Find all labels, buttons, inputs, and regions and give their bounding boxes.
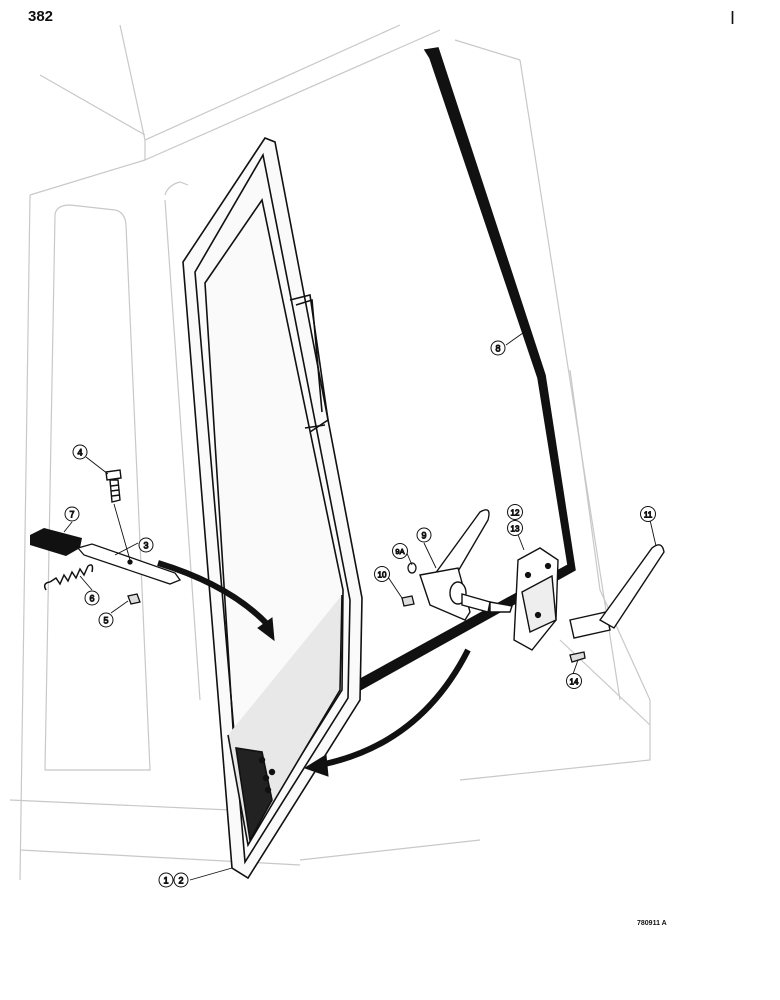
- callout-14-label: 14: [570, 678, 579, 687]
- corner-mark: I: [730, 8, 736, 28]
- callout-9a: 9A: [392, 543, 408, 559]
- callout-11: 11: [640, 506, 656, 522]
- latch-assembly-part: [513, 547, 559, 651]
- callout-2: 2: [173, 872, 189, 888]
- spring-part: [43, 564, 94, 591]
- screw-part: [569, 651, 586, 663]
- callout-3: 3: [138, 537, 154, 553]
- block-part: [30, 528, 82, 556]
- small-hardware: [401, 562, 417, 607]
- outer-handle-part: [569, 544, 665, 639]
- callouts: 4 7 3 6 5 8 9 9A 10 12 13 11 14 1 2: [64, 340, 656, 888]
- callout-1-label: 1: [163, 876, 168, 886]
- callout-9-label: 9: [421, 531, 426, 541]
- callout-5-label: 5: [103, 616, 108, 626]
- reference-code: 780911 A: [637, 920, 667, 927]
- callout-2-label: 2: [178, 876, 183, 886]
- callout-6-label: 6: [89, 594, 94, 604]
- callout-5: 5: [98, 612, 114, 628]
- callout-6: 6: [84, 590, 100, 606]
- callout-12-label: 12: [511, 509, 520, 518]
- callout-4-label: 4: [77, 448, 82, 458]
- callout-8-label: 8: [495, 344, 500, 354]
- callout-3-label: 3: [143, 541, 148, 551]
- plate-part: [76, 543, 182, 585]
- door-frame: [182, 137, 363, 880]
- bolt-part: [105, 469, 122, 503]
- callout-9: 9: [416, 527, 432, 543]
- window-latch: [289, 294, 329, 433]
- callout-4: 4: [72, 444, 88, 460]
- door-handle-part: [419, 509, 513, 621]
- callout-9a-label: 9A: [395, 547, 404, 556]
- nut-part: [127, 593, 141, 605]
- assembly-arrows: [157, 560, 471, 777]
- callout-14: 14: [566, 673, 582, 689]
- callout-7-label: 7: [69, 510, 74, 520]
- callout-13-label: 13: [511, 525, 520, 534]
- callout-1: 1: [158, 872, 174, 888]
- callout-13: 13: [507, 520, 523, 536]
- callout-10: 10: [374, 566, 390, 582]
- leader-lines: [63, 327, 657, 881]
- callout-7: 7: [64, 506, 80, 522]
- callout-8: 8: [490, 340, 506, 356]
- callout-11-label: 11: [644, 511, 653, 520]
- callout-10-label: 10: [378, 571, 387, 580]
- page-number: 382: [28, 8, 54, 25]
- callout-12: 12: [507, 504, 523, 520]
